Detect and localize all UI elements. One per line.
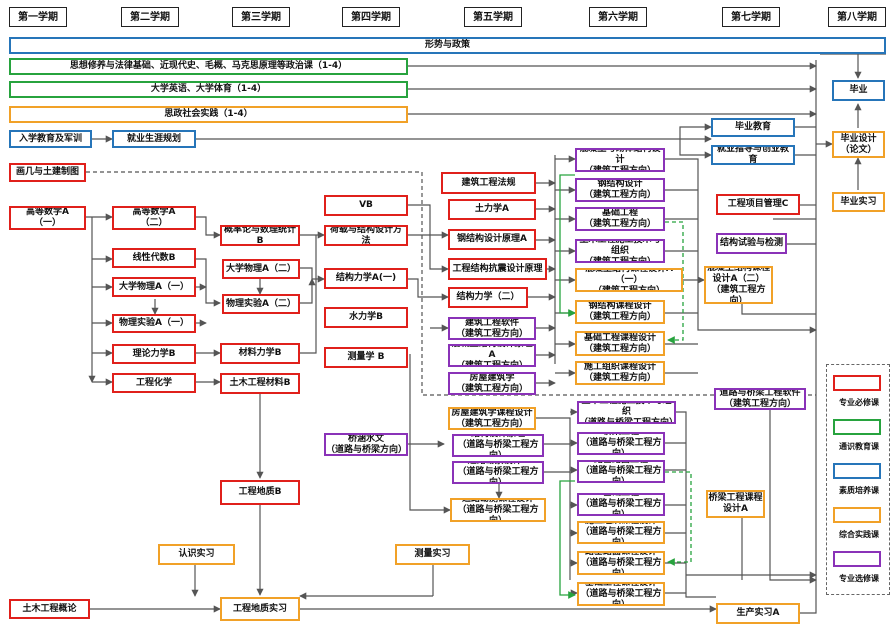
- semester-6-header: 第六学期: [589, 7, 647, 27]
- course-hntkc1: 混凝土结构课程设计A（一） （建筑工程方向）: [575, 268, 683, 292]
- course-biye: 毕业: [832, 80, 885, 101]
- semester-3-header: 第三学期: [232, 7, 290, 27]
- course-hezai: 荷载与结构设计方法: [324, 225, 408, 246]
- course-jiuye: 就业生涯规划: [112, 130, 196, 148]
- course-shengchan: 生产实习A: [716, 603, 800, 624]
- legend-swatch-required: [833, 375, 881, 391]
- semester-5-header: 第五学期: [464, 7, 522, 27]
- legend-label-quality: 素质培养课: [839, 486, 879, 495]
- course-qiti: 混凝土与砌体结构设计 （建筑工程方向）: [575, 148, 665, 172]
- legend-label-practice: 综合实践课: [839, 530, 879, 539]
- legend-swatch-practice: [833, 507, 881, 523]
- course-celiang: 测量学 B: [324, 347, 408, 368]
- course-gangsheji: 钢结构设计 （建筑工程方向）: [575, 178, 665, 202]
- course-qiaoliang: 桥梁工程 （道路与桥梁工程方向）: [577, 432, 665, 455]
- course-wuli1: 大学物理A（一）: [112, 277, 196, 297]
- course-sixiang: 思想修养与法律基础、近现代史、毛概、马克思原理等政治课（1-4）: [9, 58, 408, 75]
- course-lilun: 理论力学B: [112, 344, 196, 364]
- course-jichukc2: 基础工程课程设计 （道路与桥梁工程方向）: [577, 582, 665, 606]
- course-wuli2: 大学物理A（二）: [222, 259, 300, 279]
- course-yingyu: 大学英语、大学体育（1-4）: [9, 81, 408, 98]
- course-gaoshu2: 高等数学A （二）: [112, 206, 196, 230]
- course-dizhisx: 工程地质实习: [220, 597, 300, 621]
- course-shigongkc2: 施工组织课程设计 （道路与桥梁工程方向）: [577, 521, 665, 544]
- legend-swatch-quality: [833, 463, 881, 479]
- course-shiyan2: 物理实验A（二）: [222, 294, 300, 314]
- course-lujilumian: 路基路面工程 （道路与桥梁工程方向）: [577, 460, 665, 483]
- semester-8-header: 第八学期: [828, 7, 886, 27]
- semester-2-header: 第二学期: [121, 7, 179, 27]
- course-sizheng: 思政社会实践（1-4）: [9, 106, 408, 123]
- legend-label-elective: 专业选修课: [839, 574, 879, 583]
- course-qiaohan: 桥涵水文 （道路与桥梁方向）: [324, 433, 408, 456]
- course-shigong2: 土木工程施工技术与组织 （道路与桥梁工程方向）: [577, 401, 676, 424]
- legend-swatch-general: [833, 419, 881, 435]
- course-tulixue: 土力学A: [448, 199, 536, 220]
- legend-label-required: 专业必修课: [839, 398, 879, 407]
- course-huaji: 画几与土建制图: [9, 163, 86, 182]
- course-shuili: 水力学B: [324, 307, 408, 328]
- course-gangkc: 钢结构课程设计 （建筑工程方向）: [575, 300, 665, 324]
- course-hntkc2: 混凝土结构课程 设计A（二） （建筑工程方向）: [704, 266, 773, 304]
- course-lumiankc: 路基路面课程设计 （道路与桥梁工程方向）: [577, 551, 665, 575]
- course-shiyan1: 物理实验A（一）: [112, 314, 196, 333]
- course-renshi: 认识实习: [158, 544, 235, 565]
- course-kancha: 道路勘察设计B （道路与桥梁工程方向）: [452, 461, 544, 484]
- course-biyejiaoyu: 毕业教育: [711, 118, 795, 137]
- legend-label-general: 通识教育课: [839, 442, 879, 451]
- semester-4-header: 第四学期: [342, 7, 400, 27]
- course-jiuyezhidao: 就业指导与创业教育: [711, 145, 795, 165]
- course-ruxue: 入学教育及军训: [9, 130, 92, 148]
- course-shigongkc: 施工组织课程设计 （建筑工程方向）: [575, 361, 665, 385]
- course-qiaokc: 桥梁工程课程 设计A: [706, 490, 765, 518]
- course-jichukc: 基础工程课程设计 （建筑工程方向）: [575, 331, 665, 356]
- course-hunningtu: 混凝土结构设计原理A （建筑工程方向）: [448, 344, 536, 367]
- course-xiangmu: 工程项目管理C: [716, 194, 800, 215]
- course-gailun: 土木工程概论: [9, 599, 90, 619]
- semester-7-header: 第七学期: [722, 7, 780, 27]
- course-kangzhen: 工程结构抗震设计原理: [448, 258, 547, 280]
- course-jiegouyl: 结构设计原理 （道路与桥梁工程方向）: [452, 434, 544, 457]
- course-dizhi: 工程地质B: [220, 480, 300, 505]
- course-shigong: 土木工程施工技术与组织 （建筑工程方向）: [575, 239, 665, 263]
- course-jichu: 基础工程 （建筑工程方向）: [575, 207, 665, 231]
- course-huaxue: 工程化学: [112, 373, 196, 393]
- course-biyesheji: 毕业设计 （论文）: [832, 131, 885, 158]
- course-jiegou1: 结构力学A(一): [324, 268, 408, 289]
- course-gangjiegou: 钢结构设计原理A: [448, 229, 536, 250]
- course-fangwukc: 房屋建筑学课程设计 （建筑工程方向）: [448, 407, 536, 430]
- legend-swatch-elective: [833, 551, 881, 567]
- course-fagui: 建筑工程法规: [441, 172, 536, 194]
- legend: 专业必修课 通识教育课 素质培养课 综合实践课 专业选修课: [826, 364, 890, 595]
- course-fangwu: 房屋建筑学 （建筑工程方向）: [448, 372, 536, 395]
- course-ruanjian: 建筑工程软件 （建筑工程方向）: [448, 317, 536, 340]
- course-jichu2: 基础工程 （道路与桥梁工程方向）: [577, 493, 665, 516]
- course-kancekc: 道路勘测课程设计 （道路与桥梁工程方向）: [450, 498, 546, 522]
- course-gailv: 概率论与数理统计B: [220, 225, 300, 246]
- course-qiaoruan: 道路与桥梁工程软件 （建筑工程方向）: [714, 388, 806, 410]
- course-xingshi: 形势与政策: [9, 37, 886, 54]
- course-shiyan: 结构试验与检测: [716, 233, 787, 254]
- course-xianxing: 线性代数B: [112, 248, 196, 268]
- course-celiangsx: 测量实习: [395, 544, 470, 565]
- course-cailiaolixue: 材料力学B: [220, 343, 300, 364]
- course-gaoshu1: 高等数学A （一）: [9, 206, 86, 230]
- course-vb: VB: [324, 195, 408, 216]
- course-biyeshixi: 毕业实习: [832, 192, 885, 212]
- semester-1-header: 第一学期: [9, 7, 67, 27]
- course-jiegou2: 结构力学（二）: [448, 287, 528, 308]
- course-tumucailiao: 土木工程材料B: [220, 373, 300, 394]
